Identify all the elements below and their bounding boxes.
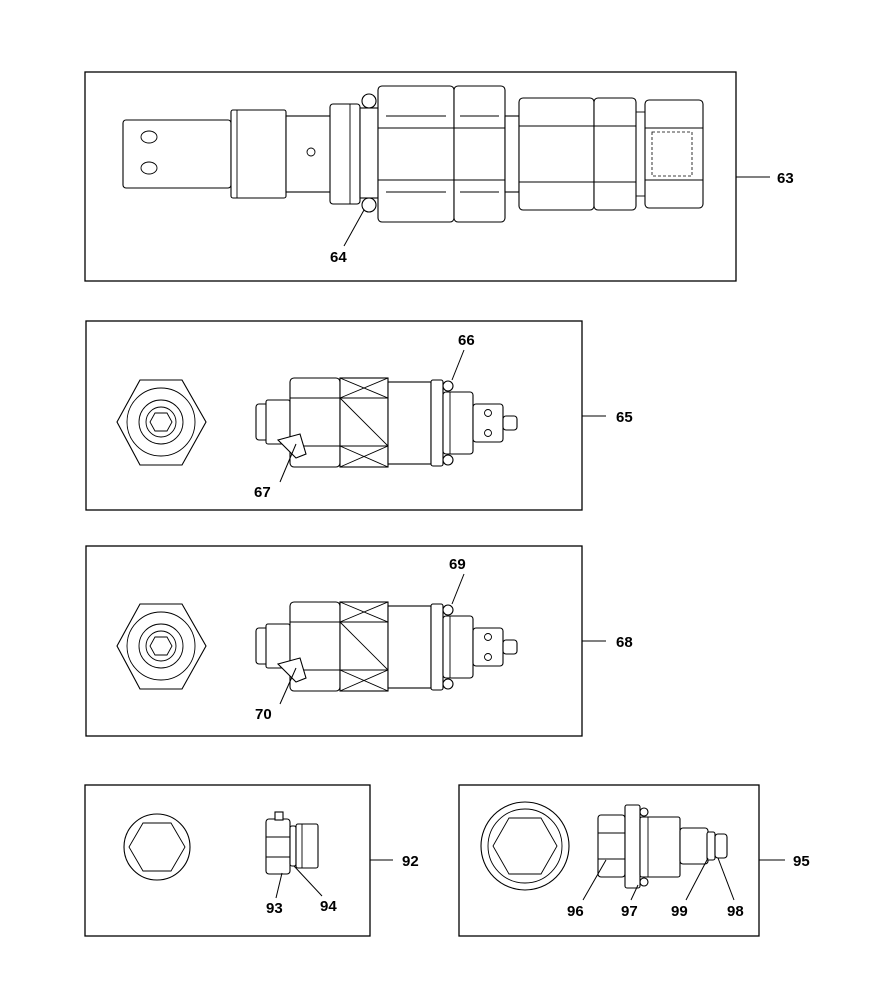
callout-97: 97 xyxy=(621,903,638,920)
assembly-95: 95 96 97 99 98 xyxy=(458,784,810,937)
o-ring-64-bottom xyxy=(361,197,377,213)
callout-95: 95 xyxy=(793,853,810,870)
callout-94: 94 xyxy=(320,898,337,915)
callout-66: 66 xyxy=(458,332,475,349)
assembly-68: 68 69 70 xyxy=(85,545,633,737)
callout-96: 96 xyxy=(567,903,584,920)
assembly-63: 63 64 xyxy=(84,71,794,282)
assembly-92: 92 93 94 xyxy=(84,784,419,937)
plug-end-view xyxy=(123,813,191,881)
leader-98 xyxy=(717,857,735,901)
callout-64: 64 xyxy=(330,249,347,266)
leader-94 xyxy=(293,865,323,897)
leader-99 xyxy=(685,857,709,901)
hex-nut-3 xyxy=(518,97,595,211)
callout-65: 65 xyxy=(616,409,633,426)
shaft-end xyxy=(122,119,232,189)
callout-92: 92 xyxy=(402,853,419,870)
o-ring-94 xyxy=(289,825,297,867)
body xyxy=(285,115,333,193)
callout-68: 68 xyxy=(616,634,633,651)
hex-nut-2 xyxy=(453,85,506,223)
callout-67: 67 xyxy=(254,484,271,501)
sleeve xyxy=(230,109,287,199)
fitting-end-view xyxy=(480,801,570,891)
end-view-hex-68 xyxy=(116,603,207,690)
leader-96 xyxy=(582,859,607,901)
leader-67 xyxy=(279,443,297,483)
o-ring-99 xyxy=(706,831,716,861)
o-ring-66 xyxy=(442,380,454,392)
locknut-65 xyxy=(339,377,389,468)
collar xyxy=(329,103,361,205)
plug-hex-93 xyxy=(265,818,291,875)
end-cap xyxy=(644,99,704,209)
hex-nut-1 xyxy=(377,85,455,223)
leader-69 xyxy=(451,573,465,605)
end-view-hex xyxy=(116,379,207,466)
washer-97 xyxy=(624,804,641,889)
callout-70: 70 xyxy=(255,706,272,723)
ring-98 xyxy=(714,833,728,859)
leader-70 xyxy=(279,667,297,705)
callout-99: 99 xyxy=(671,903,688,920)
o-ring-64-top xyxy=(361,93,377,109)
leader-66 xyxy=(451,349,465,381)
leader-93 xyxy=(275,872,283,899)
callout-98: 98 xyxy=(727,903,744,920)
callout-69: 69 xyxy=(449,556,466,573)
o-ring-69 xyxy=(442,604,454,616)
hex-nut-4 xyxy=(593,97,637,211)
assembly-65: 65 66 67 xyxy=(85,320,633,511)
callout-63: 63 xyxy=(777,170,794,187)
leader-97 xyxy=(630,884,639,901)
leader-64 xyxy=(343,209,365,247)
callout-93: 93 xyxy=(266,900,283,917)
